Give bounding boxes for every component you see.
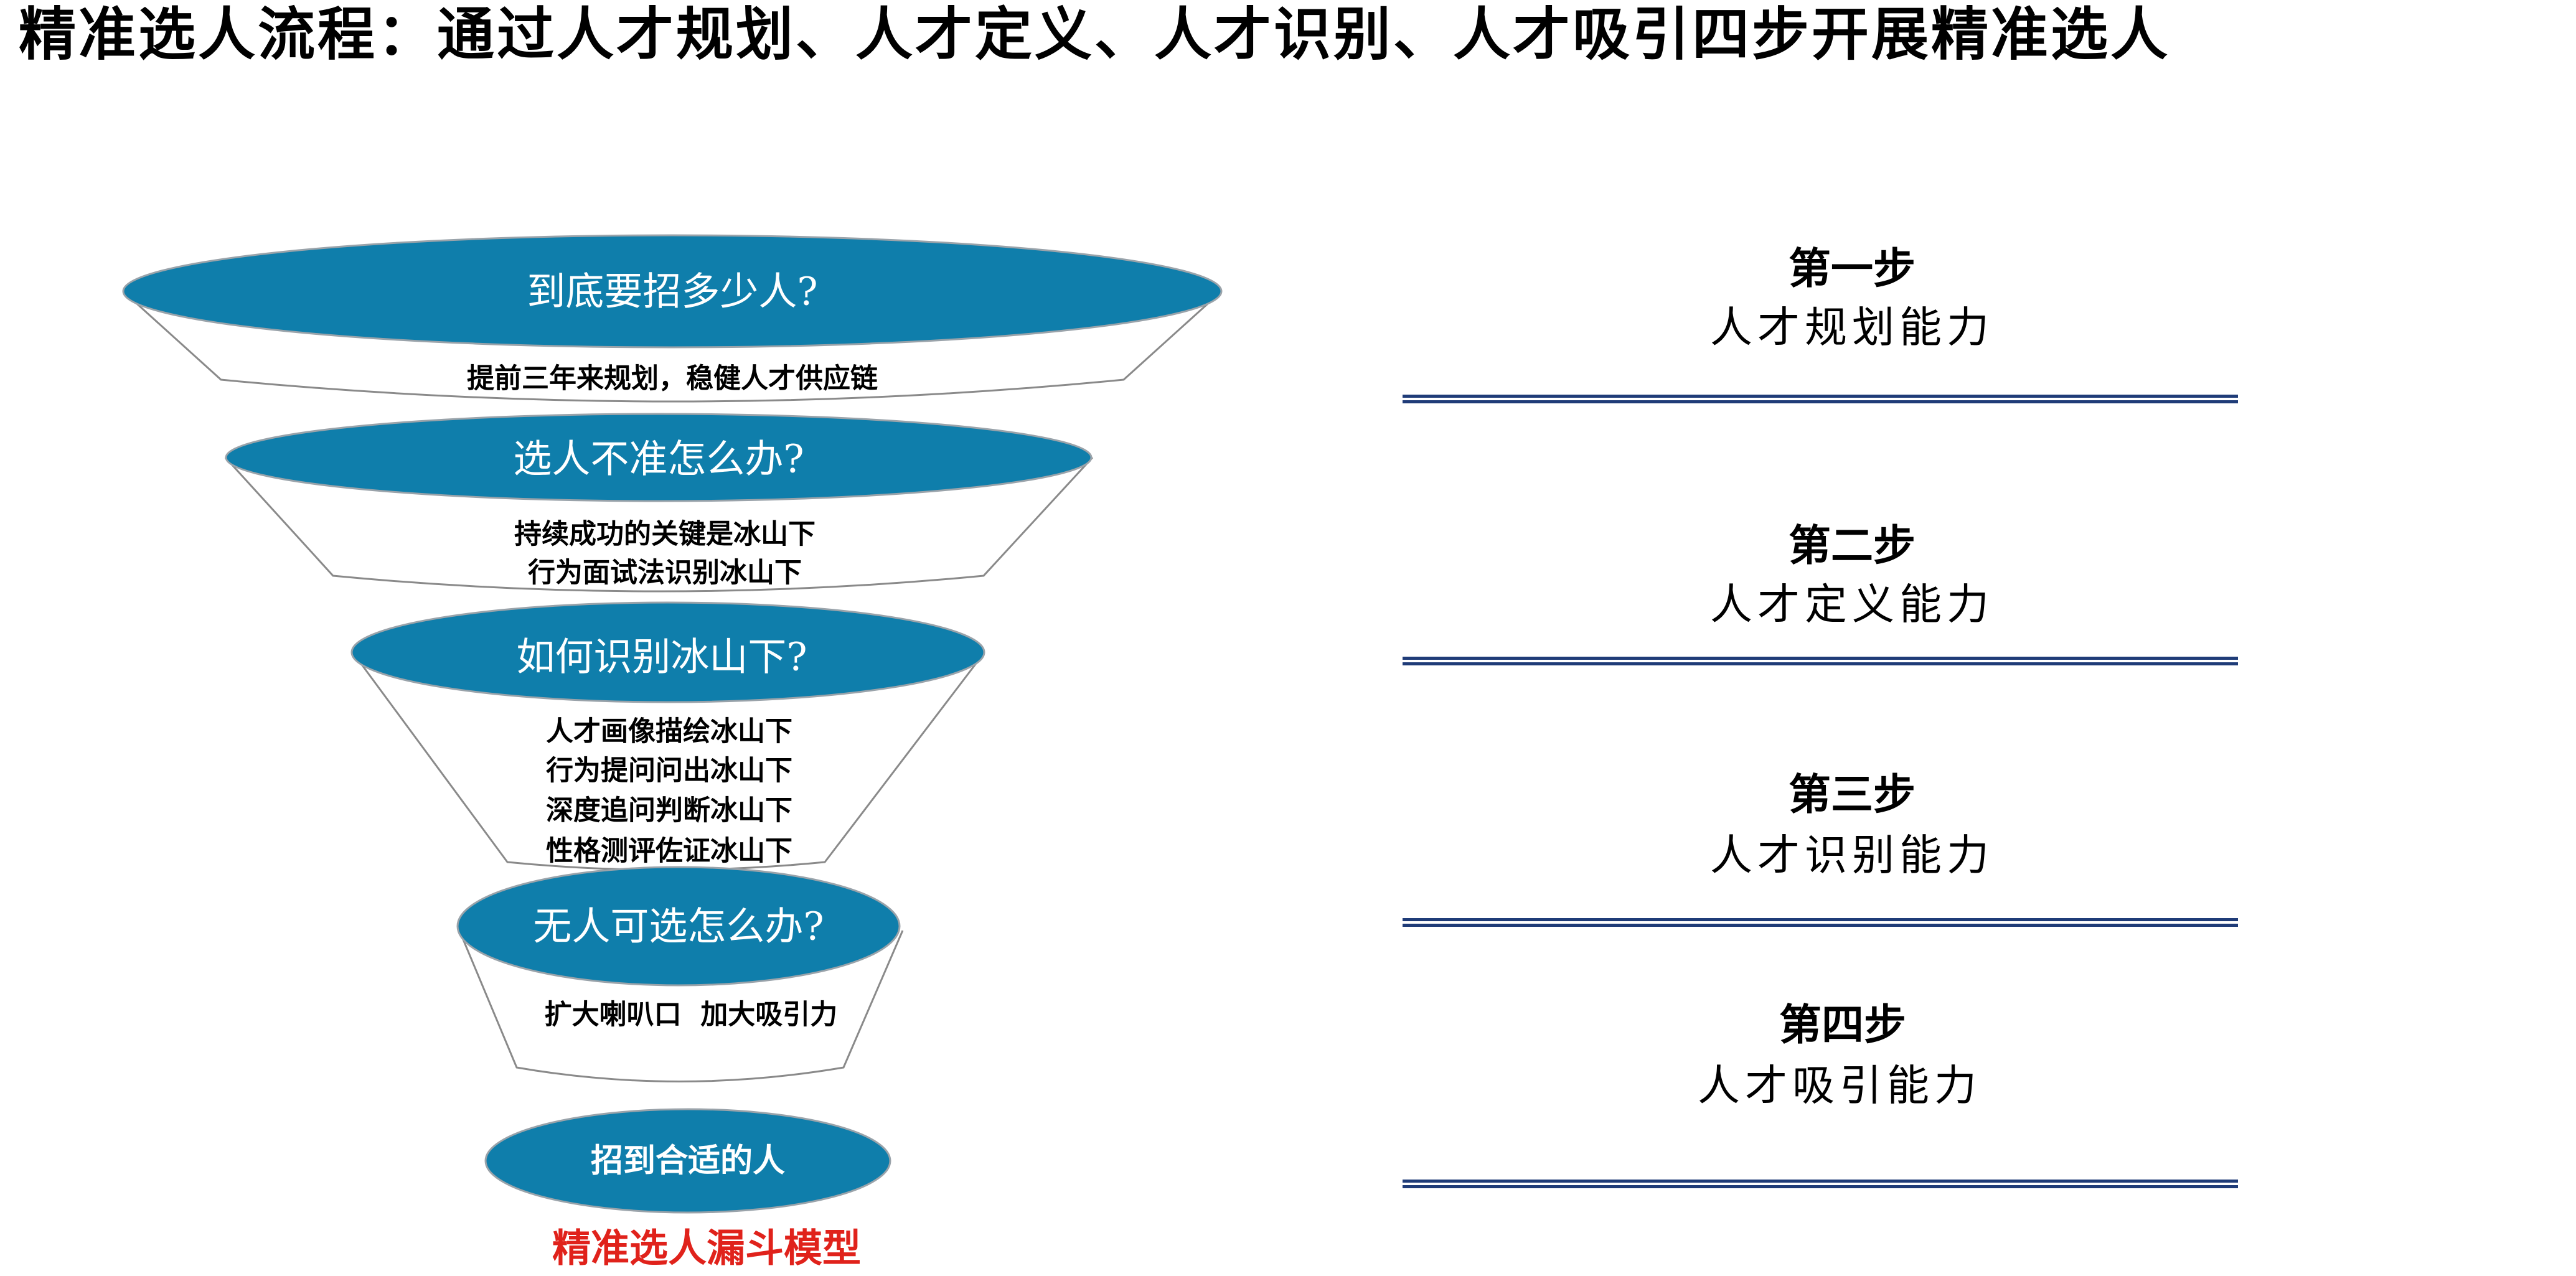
- stage-detail-3-3: 深度追问判断冰山下: [546, 795, 792, 827]
- step-label-3: 第三步: [1789, 770, 1916, 820]
- result-ellipse: [484, 1108, 891, 1214]
- stage-question-2: 选人不准怎么办?: [513, 436, 804, 482]
- step-divider-2: [1403, 657, 2238, 665]
- question-ellipse-4: [456, 866, 901, 987]
- step-ability-1: 人才规划能力: [1710, 304, 1994, 353]
- stage-detail-2-1: 持续成功的关键是冰山下: [514, 518, 816, 550]
- stage-detail-3-4: 性格测评佐证冰山下: [546, 835, 792, 867]
- question-ellipse-1: [122, 234, 1223, 349]
- stage-detail-2-2: 行为面试法识别冰山下: [528, 557, 802, 589]
- step-divider-1: [1403, 395, 2238, 403]
- step-label-4: 第四步: [1779, 1000, 1906, 1050]
- stage-detail-1-1: 提前三年来规划，稳健人才供应链: [467, 363, 878, 395]
- stage-question-4: 无人可选怎么办?: [533, 904, 824, 949]
- stage-question-1: 到底要招多少人?: [527, 269, 817, 314]
- stage-detail-4-1: 扩大喇叭口 加大吸引力: [545, 999, 838, 1031]
- step-divider-3: [1403, 918, 2238, 927]
- funnel-caption: 精准选人漏斗模型: [552, 1226, 861, 1271]
- stage-question-3: 如何识别冰山下?: [516, 634, 807, 680]
- page-title: 精准选人流程：通过人才规划、人才定义、人才识别、人才吸引四步开展精准选人: [19, 1, 2171, 68]
- question-ellipse-3: [350, 601, 985, 703]
- step-divider-4: [1403, 1180, 2238, 1188]
- result-label: 招到合适的人: [591, 1142, 785, 1180]
- step-ability-3: 人才识别能力: [1710, 832, 1994, 881]
- step-ability-2: 人才定义能力: [1710, 581, 1994, 630]
- stage-detail-3-2: 行为提问问出冰山下: [546, 755, 792, 787]
- stage-detail-3-1: 人才画像描绘冰山下: [546, 716, 792, 748]
- question-ellipse-2: [225, 413, 1093, 502]
- step-label-2: 第二步: [1789, 521, 1916, 571]
- step-label-1: 第一步: [1789, 244, 1916, 294]
- step-ability-4: 人才吸引能力: [1698, 1062, 1981, 1111]
